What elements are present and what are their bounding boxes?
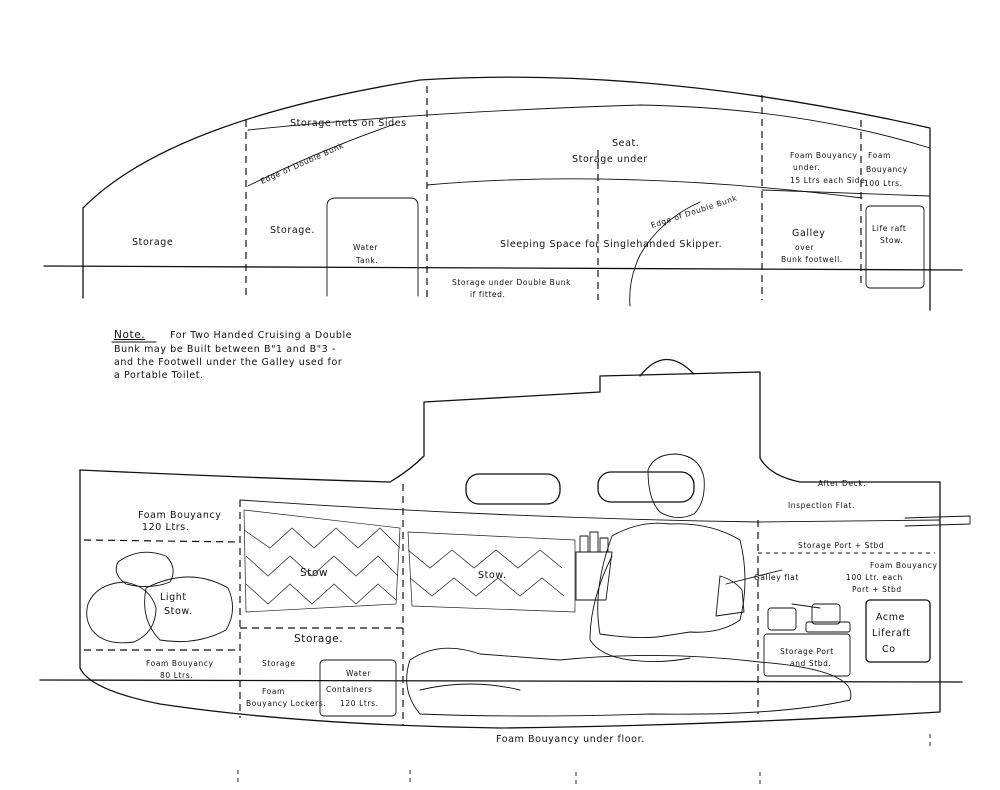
note-line-2: Bunk may be Built between B"1 and B"3 - [114,344,336,355]
section-shelf-fwd [83,539,241,543]
label-foam-lockers-1: Foam [262,687,285,696]
label-foam-fwd-1: Foam Bouyancy [138,510,222,521]
plan-storage-net-line [247,104,931,149]
label-foam-aft-3: Port + Stbd [852,585,902,594]
plan-label-storage-under: Storage under [572,154,648,165]
label-acme-2: Liferaft [872,628,911,639]
plan-water-tank [326,197,419,297]
station-ticks [237,734,931,784]
section-waterline [39,679,963,683]
label-storage-small: Storage [262,659,296,668]
label-storage-big: Storage. [294,633,343,645]
section-hatch-dome [639,358,695,377]
plan-edge-bunk-aft [629,201,701,307]
sleeping-figure [406,647,852,717]
plan-label-foam-under-1: Foam Bouyancy [790,151,858,160]
plan-label-water-tank-2: Tank. [355,256,378,265]
plan-label-foam-aft-2: Bouyancy [866,165,908,174]
plan-label-storage-under-bunk-1: Storage under Double Bunk [452,278,571,287]
label-acme-1: Acme [876,612,905,623]
plan-label-edge-bunk-1: Edge of Double Bunk [259,141,345,186]
section-window-2 [597,471,695,503]
label-inspection-flat: Inspection Flat. [788,501,855,510]
plan-seat-curve [426,178,863,199]
note-heading: Note. [114,329,145,341]
storage-nets [243,509,576,613]
label-foam-aft-1: Foam Bouyancy [870,561,938,570]
label-stow-2: Stow. [478,570,507,581]
plan-label-storage-nets: Storage nets on Sides [290,118,407,129]
shelf-items [575,531,613,601]
plan-label-foam-under-3: 15 Ltrs each Side. [790,176,868,185]
plan-label-storage-2: Storage. [270,225,315,236]
plan-hull-outline [82,76,931,311]
note-line-3: and the Footwell under the Galley used f… [114,357,342,368]
plan-label-galley-3: Bunk footwell. [781,255,843,264]
note-line-1: For Two Handed Cruising a Double [170,330,352,341]
plan-label-foam-aft-1: Foam [868,151,891,160]
label-storage-port-stbd-low-2: and Stbd. [790,659,832,668]
plan-label-sleeping-space: Sleeping Space for Singlehanded Skipper. [500,239,722,250]
label-light-stow-1: Light [160,592,187,603]
plan-label-galley-1: Galley [792,228,826,239]
plan-label-foam-under-2: under. [793,163,820,172]
plan-liferaft-box [865,205,925,289]
label-storage-port-stbd-low-1: Storage Port [780,647,834,656]
plan-label-seat: Seat. [612,138,639,149]
label-galley-flat: Galley flat [754,573,799,582]
plan-view: Storage nets on Sides Edge of Double Bun… [43,76,963,311]
note-block: Note. For Two Handed Cruising a Double B… [111,329,352,381]
label-foam-under-floor: Foam Bouyancy under floor. [496,734,645,745]
seated-figure [589,453,783,663]
water-container-box [319,659,397,717]
plan-label-liferaft-2: Stow. [880,236,903,245]
section-window-1 [465,473,561,505]
label-water-cont-3: 120 Ltrs. [340,699,379,708]
plan-edge-bunk-fwd [247,123,396,187]
galley-stove [767,603,851,633]
section-hull-outline [79,469,941,729]
label-foam-aft-2: 100 Ltr. each [846,573,903,582]
label-foam-bow-1: Foam Bouyancy [146,659,214,668]
plan-label-foam-aft-3: 100 Ltrs. [864,179,903,188]
galley-box [763,633,851,677]
label-foam-fwd-2: 120 Ltrs. [142,522,189,533]
sail-bags [86,551,233,644]
section-cabin [389,371,941,483]
plan-galley-line [761,189,931,197]
label-water-cont-1: Water [346,669,371,678]
section-sheer [79,469,391,483]
label-foam-lockers-2: Bouyancy Lockers. [246,699,326,708]
section-view: After Deck. Inspection Flat. Storage Por… [39,358,971,784]
plan-label-water-tank-1: Water [353,243,378,252]
plan-label-storage-fwd: Storage [132,237,173,248]
liferaft-box [865,599,931,663]
label-storage-port-stbd-top: Storage Port + Stbd [798,541,884,550]
plan-waterline [43,265,963,271]
label-after-deck: After Deck. [818,479,866,488]
plan-label-galley-2: over [795,243,814,252]
plan-label-liferaft-1: Life raft [872,224,906,233]
label-acme-3: Co [882,644,896,655]
section-deck-line [239,499,941,523]
label-foam-bow-2: 80 Ltrs. [160,671,193,680]
section-tiller [904,515,971,527]
label-light-stow-2: Stow. [164,606,193,617]
plan-label-edge-bunk-2: Edge of Double Bunk [650,193,739,229]
label-water-cont-2: Containers [326,685,373,694]
label-stow: Stow [300,567,328,579]
note-line-4: a Portable Toilet. [114,370,204,381]
plan-label-storage-under-bunk-2: if fitted. [470,290,505,299]
